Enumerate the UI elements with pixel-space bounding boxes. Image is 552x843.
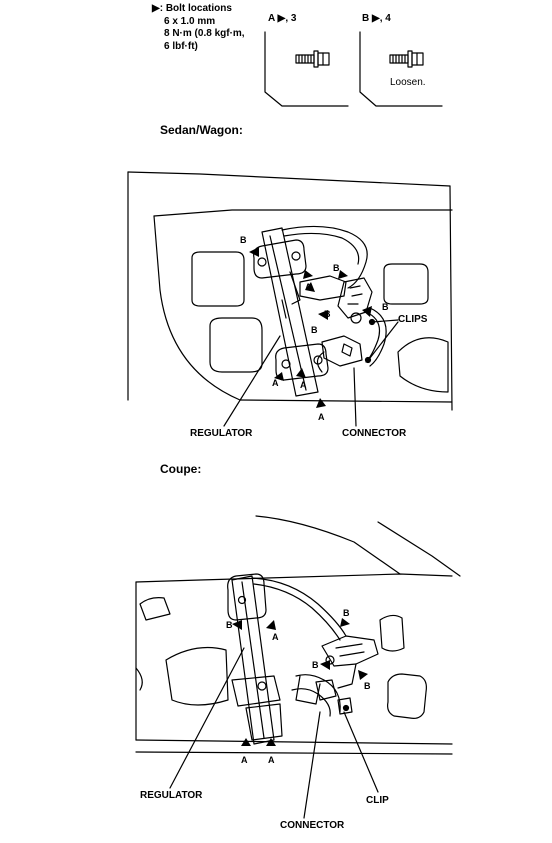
legend-size: 6 x 1.0 mm [164,15,216,27]
coupe-mark-a-1: A [272,632,279,642]
bolt-panel-b-label: B ▶, 4 [362,13,391,24]
legend-torque-nm: 8 N·m (0.8 kgf·m, [164,28,245,39]
sedan-mark-a-2: A [272,378,279,388]
coupe-heading: Coupe: [160,462,202,476]
legend-torque-lbf: 6 lbf·ft) [164,40,198,52]
coupe-leader-lines [169,647,379,819]
sedan-mark-b-5: B [311,325,318,335]
coupe-mark-b-1: B [226,620,233,630]
coupe-bolt-arrows [232,618,368,746]
sedan-mark-b-1: B [240,235,247,245]
sedan-leader-lines [223,319,399,427]
coupe-mark-b-2: B [343,608,350,618]
sedan-regulator-callout: REGULATOR [190,428,253,439]
bolt-a-icon [295,50,330,68]
coupe-clip-callout: CLIP [366,795,389,806]
bolt-panel-a [264,31,349,107]
sedan-mark-b-3: B [382,302,389,312]
sedan-mark-b-2: B [333,263,340,273]
sedan-mark-a-4: A [318,412,325,422]
coupe-regulator [227,573,379,745]
coupe-mark-b-3: B [312,660,319,670]
bolt-symbol: ▶: [152,3,164,14]
sedan-connector-callout: CONNECTOR [342,428,407,439]
bolt-panel-b-note: Loosen. [390,77,426,88]
coupe-door-panel [135,515,461,755]
coupe-connector-callout: CONNECTOR [280,820,345,831]
sedan-clips-callout: CLIPS [398,314,428,325]
bolt-panel-a-label: A ▶, 3 [268,13,297,24]
sedan-door-panel [127,171,453,411]
bolt-panel-b [359,31,443,107]
bolt-b-icon [389,50,424,68]
sedan-bolt-arrows [249,247,372,408]
coupe-regulator-callout: REGULATOR [140,790,203,801]
sedan-regulator [253,225,387,397]
legend-title: Bolt locations [165,3,232,14]
sedan-heading: Sedan/Wagon: [160,123,243,137]
coupe-mark-a-2: A [241,755,248,765]
sedan-mark-a-3: A [300,380,307,390]
bolt-legend: ▶: Bolt locations 6 x 1.0 mm 8 N·m (0.8 … [152,3,245,53]
coupe-mark-a-3: A [268,755,275,765]
coupe-mark-b-4: B [364,681,371,691]
